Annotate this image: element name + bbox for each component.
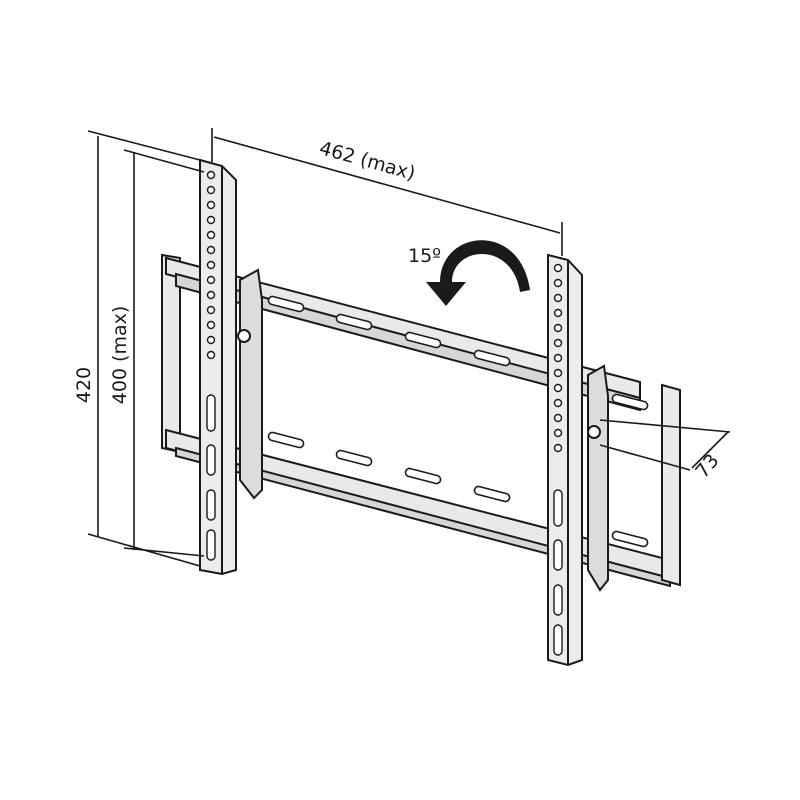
tilt-label: 15º: [408, 245, 441, 267]
tilt-arrow-icon: [426, 240, 530, 306]
height-vesa-label: 400 (max): [109, 306, 131, 405]
depth-dimension: [599, 419, 731, 471]
height-total-label: 420: [73, 367, 95, 403]
depth-label: 73: [691, 450, 723, 483]
width-label: 462 (max): [317, 137, 418, 185]
left-bracket-arm: [199, 158, 263, 576]
height-dimensions: [87, 130, 205, 567]
right-bracket-arm: [547, 253, 609, 667]
wall-plate: [161, 253, 681, 588]
width-dimension: [211, 128, 563, 256]
